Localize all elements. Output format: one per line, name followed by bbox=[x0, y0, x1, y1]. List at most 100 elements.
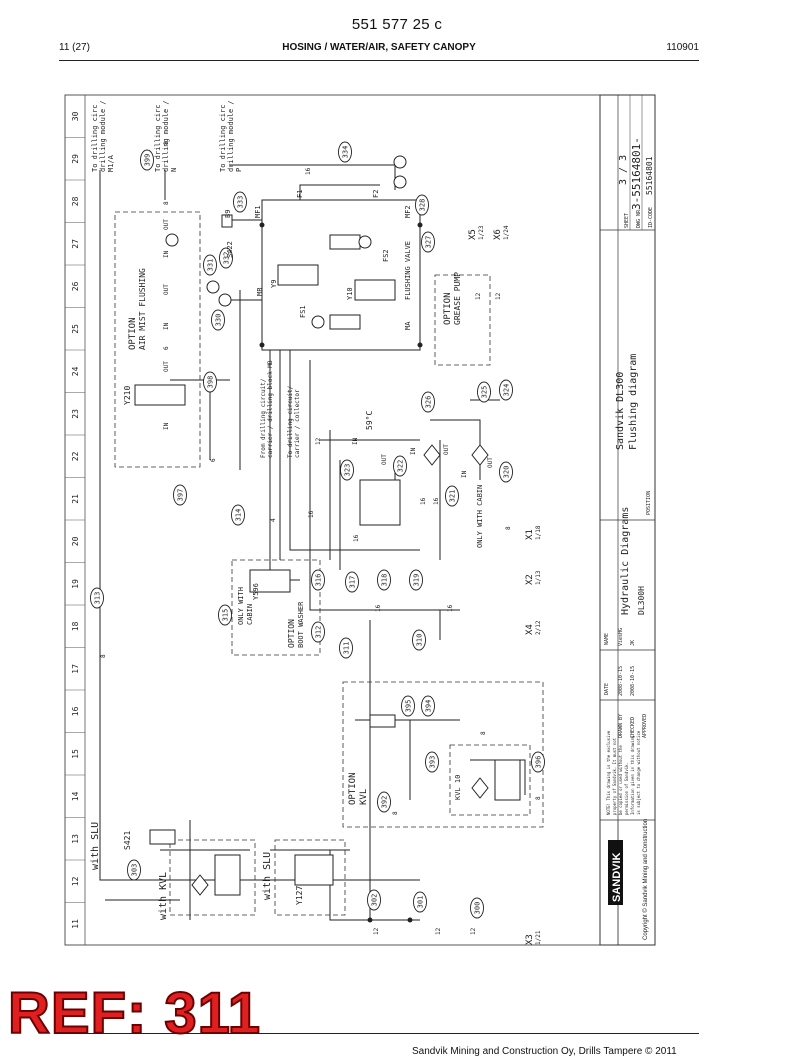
hose-size: 6 bbox=[163, 346, 170, 350]
callout-323: 323 bbox=[340, 459, 354, 481]
callout-315: 315 bbox=[218, 604, 232, 626]
document-number: 551 577 25 c bbox=[351, 16, 443, 33]
svg-text:395: 395 bbox=[405, 700, 413, 713]
junction-dot bbox=[417, 222, 423, 228]
valve-y596 bbox=[249, 569, 291, 593]
label-in-1: IN bbox=[163, 422, 170, 430]
svg-text:311: 311 bbox=[343, 642, 351, 655]
callout-313: 313 bbox=[90, 587, 104, 609]
label-s421: S421 bbox=[123, 831, 132, 850]
callout-334: 334 bbox=[338, 141, 352, 163]
tb-drawn-label: DRAWN BY bbox=[618, 714, 624, 738]
tb-notice-4: permission of Sandvik. bbox=[624, 762, 629, 815]
kvl10-box bbox=[449, 744, 531, 816]
tb-checked-name: JK bbox=[630, 640, 636, 646]
callout-326: 326 bbox=[421, 391, 435, 413]
dest-3-line-3: P bbox=[235, 168, 243, 172]
label-to-drill-1: To drilling circuit/ bbox=[287, 385, 294, 458]
label-in-5: IN bbox=[410, 447, 417, 455]
svg-text:397: 397 bbox=[177, 489, 185, 502]
callout-324: 324 bbox=[499, 379, 513, 401]
grid-column-number: 19 bbox=[71, 579, 80, 589]
dest-1-line-3: M1/A bbox=[107, 154, 115, 172]
label-only-with: ONLY WITH bbox=[237, 587, 245, 625]
footer-rule bbox=[59, 1033, 699, 1034]
hose-size: 8 bbox=[100, 654, 107, 658]
callout-393: 393 bbox=[425, 751, 439, 773]
label-y9: Y9 bbox=[270, 280, 278, 288]
grid-column-number: 23 bbox=[71, 409, 80, 419]
filter-icon bbox=[471, 777, 489, 799]
label-ma: MA bbox=[404, 321, 412, 330]
hose-size: 8 bbox=[505, 526, 512, 530]
grid-column-number: 15 bbox=[71, 749, 80, 759]
grid-column-number: 27 bbox=[71, 239, 80, 249]
label-s422: S422 bbox=[226, 241, 234, 258]
hose-size: 12 bbox=[470, 927, 477, 935]
hose-size: 16 bbox=[433, 497, 440, 505]
callout-398: 398 bbox=[203, 371, 217, 393]
label-with-kvl: with KVL bbox=[158, 872, 169, 920]
svg-text:331: 331 bbox=[207, 259, 215, 272]
valve-y10 bbox=[354, 279, 396, 301]
label-out-3: OUT bbox=[163, 219, 170, 230]
callout-332: 332 bbox=[219, 247, 233, 269]
hose-size: 16 bbox=[308, 510, 315, 518]
svg-text:398: 398 bbox=[207, 376, 215, 389]
tb-idcode-label: ID-CODE bbox=[648, 207, 654, 228]
svg-text:312: 312 bbox=[315, 626, 323, 639]
grid-column-number: 25 bbox=[71, 324, 80, 334]
hose-size: 16 bbox=[305, 167, 312, 175]
label-out-6: OUT bbox=[487, 457, 494, 468]
tb-dwg-label: DWG NR bbox=[636, 209, 642, 228]
label-f1: F1 bbox=[296, 190, 304, 198]
dest-2-line-3: N bbox=[170, 168, 178, 172]
header-rule bbox=[59, 60, 699, 61]
grid-column-number: 13 bbox=[71, 834, 80, 844]
hose-size: 8 bbox=[535, 796, 542, 800]
dest-2-line-1: To drilling circ bbox=[154, 105, 162, 172]
tb-notice-3: be copied or used without the bbox=[618, 745, 623, 815]
tb-notice-6: is subject to change without notice bbox=[636, 730, 641, 815]
junction-dot bbox=[259, 222, 265, 228]
svg-text:328: 328 bbox=[419, 199, 427, 212]
label-out-4: OUT bbox=[381, 454, 388, 465]
label-x6-sub: 1/24 bbox=[503, 225, 510, 240]
label-in-4: IN bbox=[352, 437, 359, 445]
destination-labels: To drilling circ drilling module / M1/A … bbox=[91, 100, 243, 172]
label-x5-sub: 1/23 bbox=[478, 225, 485, 240]
svg-text:318: 318 bbox=[381, 574, 389, 587]
grid-column-number: 17 bbox=[71, 664, 80, 674]
date-code: 110901 bbox=[666, 42, 699, 53]
label-to-drill-2: carrier / collector bbox=[294, 389, 301, 458]
ref-stamp: REF: 311 bbox=[7, 981, 261, 1046]
sensor-icon bbox=[311, 315, 325, 329]
label-f2: F2 bbox=[372, 190, 380, 198]
label-option-air-mist: OPTION bbox=[128, 317, 138, 350]
label-y127: Y127 bbox=[295, 886, 304, 905]
hose-size: 16 bbox=[447, 604, 454, 612]
grid-column-number: 21 bbox=[71, 494, 80, 504]
svg-text:399: 399 bbox=[144, 154, 152, 167]
label-fs2: FS2 bbox=[382, 249, 390, 262]
gauge-icon bbox=[393, 175, 407, 189]
gauge-icon bbox=[206, 280, 220, 294]
label-x2: X2 bbox=[525, 574, 535, 585]
callout-300: 300 bbox=[470, 897, 484, 919]
label-cabin: CABIN bbox=[246, 604, 254, 625]
tb-sheet-label: SHEET bbox=[624, 213, 630, 228]
label-air-mist-flushing: AIR MIST FLUSHING bbox=[138, 268, 147, 350]
callout-397: 397 bbox=[173, 484, 187, 506]
grid-column-number: 14 bbox=[71, 791, 80, 801]
callout-331: 331 bbox=[203, 254, 217, 276]
svg-text:314: 314 bbox=[235, 509, 243, 522]
tb-diagram: Flushing diagram bbox=[628, 354, 639, 450]
hose-size: 8 bbox=[480, 731, 487, 735]
svg-text:325: 325 bbox=[481, 386, 489, 399]
sensor-icon bbox=[358, 235, 372, 249]
tb-drawn-name: ViesHG bbox=[618, 628, 624, 646]
dest-1-line-2: drilling module / bbox=[99, 100, 107, 172]
valve-y127 bbox=[294, 854, 334, 886]
